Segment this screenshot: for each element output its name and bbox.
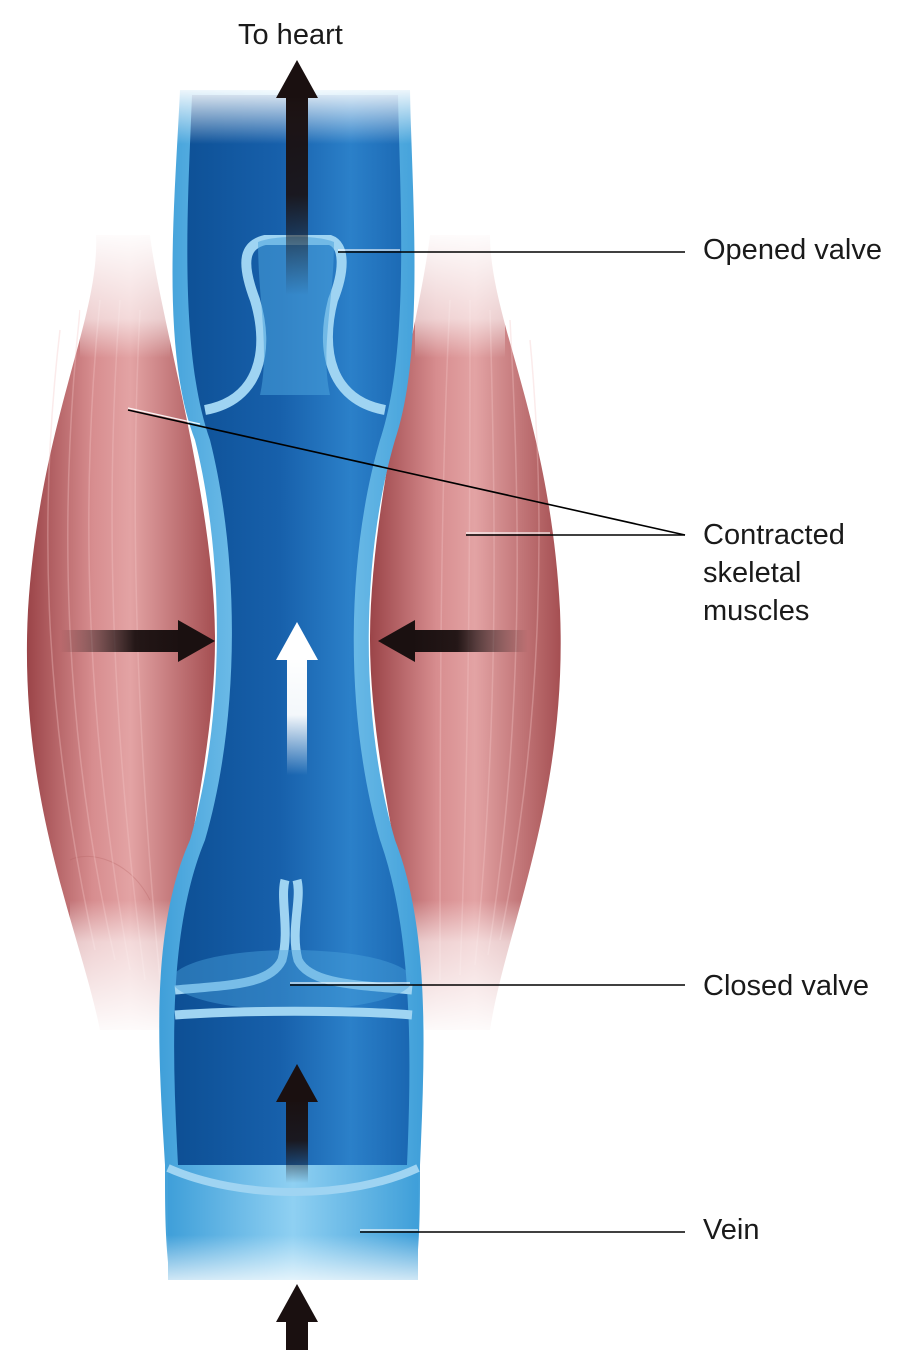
closed-valve-shape [172, 878, 413, 1020]
flow-arrow-bottom [276, 1284, 318, 1350]
contracted-skeletal-muscles-label: Contracted skeletal muscles [703, 519, 845, 627]
closed-valve-label: Closed valve [703, 970, 870, 1002]
compression-arrow-left [60, 620, 215, 662]
leader-lines [127, 251, 686, 1233]
flow-arrow-lower [276, 1064, 318, 1183]
opened-valve-label: Opened valve [703, 234, 882, 266]
vein-label: Vein [703, 1214, 760, 1246]
leader-line-muscle-left [127, 409, 686, 536]
flow-arrow-top [276, 60, 318, 295]
to-heart-label: To heart [238, 19, 343, 51]
compression-arrow-right [378, 620, 528, 662]
flow-arrow-middle-white [276, 622, 318, 775]
